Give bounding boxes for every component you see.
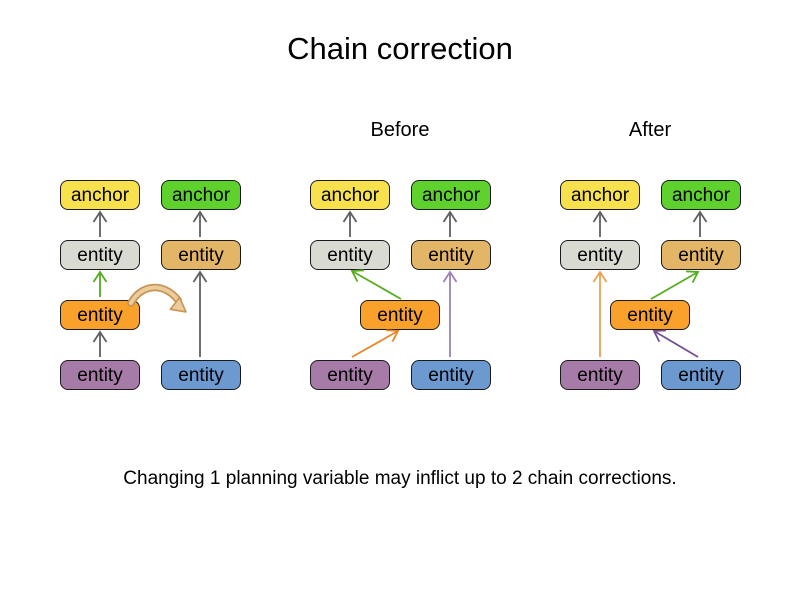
node-before-entity-gray: entity bbox=[310, 240, 390, 270]
node-after-entity-tan: entity bbox=[661, 240, 741, 270]
node-after-entity-orange: entity bbox=[610, 300, 690, 330]
node-initial-entity-tan: entity bbox=[161, 240, 241, 270]
node-before-anchor-green: anchor bbox=[411, 180, 491, 210]
node-after-anchor-yellow: anchor bbox=[560, 180, 640, 210]
node-after-entity-purple: entity bbox=[560, 360, 640, 390]
node-before-anchor-yellow: anchor bbox=[310, 180, 390, 210]
node-initial-entity-blue: entity bbox=[161, 360, 241, 390]
node-before-entity-tan: entity bbox=[411, 240, 491, 270]
slide-caption: Changing 1 planning variable may inflict… bbox=[123, 468, 677, 489]
node-initial-entity-orange: entity bbox=[60, 300, 140, 330]
group-label-before: Before bbox=[370, 119, 430, 141]
node-after-entity-gray: entity bbox=[560, 240, 640, 270]
slide-title: Chain correction bbox=[287, 31, 513, 66]
node-before-entity-purple: entity bbox=[310, 360, 390, 390]
node-before-entity-orange: entity bbox=[360, 300, 440, 330]
node-after-entity-blue: entity bbox=[661, 360, 741, 390]
node-before-entity-blue: entity bbox=[411, 360, 491, 390]
node-initial-anchor-yellow: anchor bbox=[60, 180, 140, 210]
group-label-after: After bbox=[628, 119, 672, 141]
node-after-anchor-green: anchor bbox=[661, 180, 741, 210]
node-initial-entity-gray: entity bbox=[60, 240, 140, 270]
node-initial-entity-purple: entity bbox=[60, 360, 140, 390]
node-initial-anchor-green: anchor bbox=[161, 180, 241, 210]
